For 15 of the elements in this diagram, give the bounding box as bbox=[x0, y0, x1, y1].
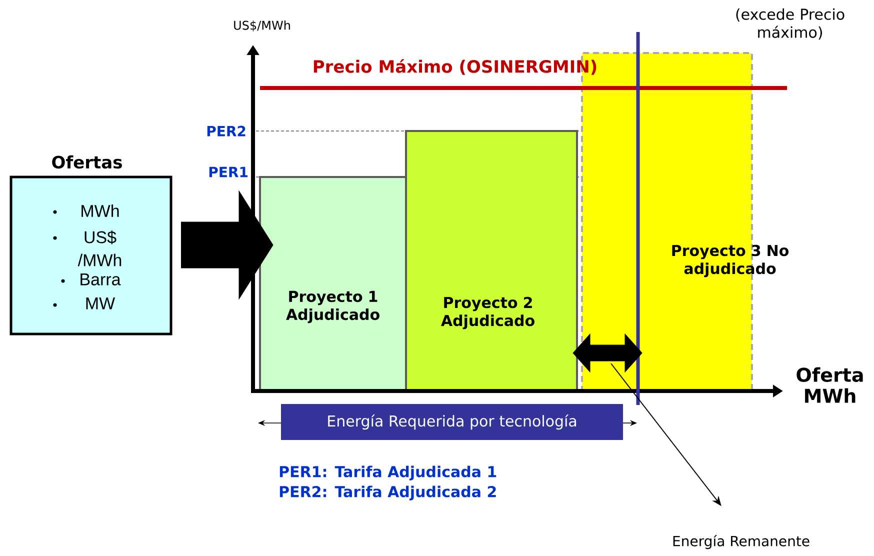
tick-label: PER2 bbox=[207, 126, 246, 136]
double-arrow bbox=[572, 334, 642, 372]
legend-text: PER1: Tarifa Adjudicada 1 bbox=[280, 466, 496, 480]
energy-band: Energía Requerida por tecnología bbox=[281, 404, 623, 440]
tick-label: PER1 bbox=[209, 166, 248, 178]
block-arrow bbox=[181, 190, 274, 300]
offer-box: Ofertas MWh US$ /MWh Barra MW bbox=[10, 155, 172, 336]
awarded-project-bar: Proyecto 1 Adjudicado bbox=[259, 176, 407, 391]
axis-label: US$/MWh bbox=[234, 20, 290, 32]
node-label: Ofertas bbox=[52, 155, 122, 169]
axis-label: Oferta MWh bbox=[796, 367, 863, 403]
awarded-project-bar: Proyecto 2 Adjudicado bbox=[405, 130, 578, 391]
note-text: (excede Precio máximo) bbox=[736, 8, 844, 40]
legend-text: PER2: Tarifa Adjudicada 2 bbox=[280, 486, 496, 500]
callout-text: Energía Remanente bbox=[673, 534, 810, 550]
